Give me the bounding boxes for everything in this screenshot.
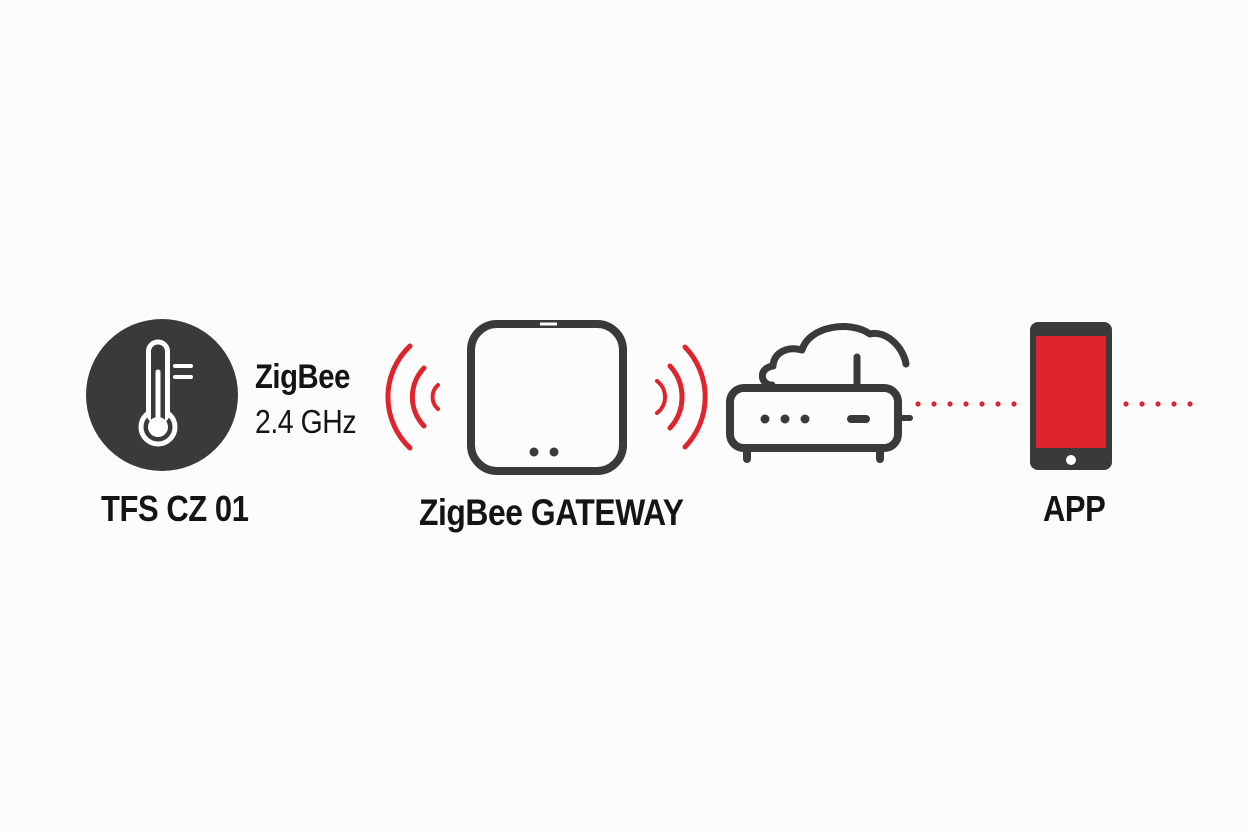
cloud-router-icon (726, 323, 913, 463)
app-label: APP (1043, 488, 1106, 529)
dotted-connector-router-phone (915, 401, 1017, 407)
gateway-hub-icon (467, 320, 627, 475)
smartphone-icon (1030, 322, 1112, 470)
signal-waves-right-icon (655, 344, 708, 450)
gateway-label: ZigBee GATEWAY (419, 492, 684, 533)
frequency-label: 2.4 GHz (255, 403, 357, 440)
thermometer-icon (86, 319, 238, 471)
dotted-connector-phone-right (1123, 401, 1193, 407)
protocol-name-label: ZigBee (255, 358, 350, 396)
sensor-label: TFS CZ 01 (101, 488, 249, 529)
signal-waves-left-icon (385, 343, 440, 451)
